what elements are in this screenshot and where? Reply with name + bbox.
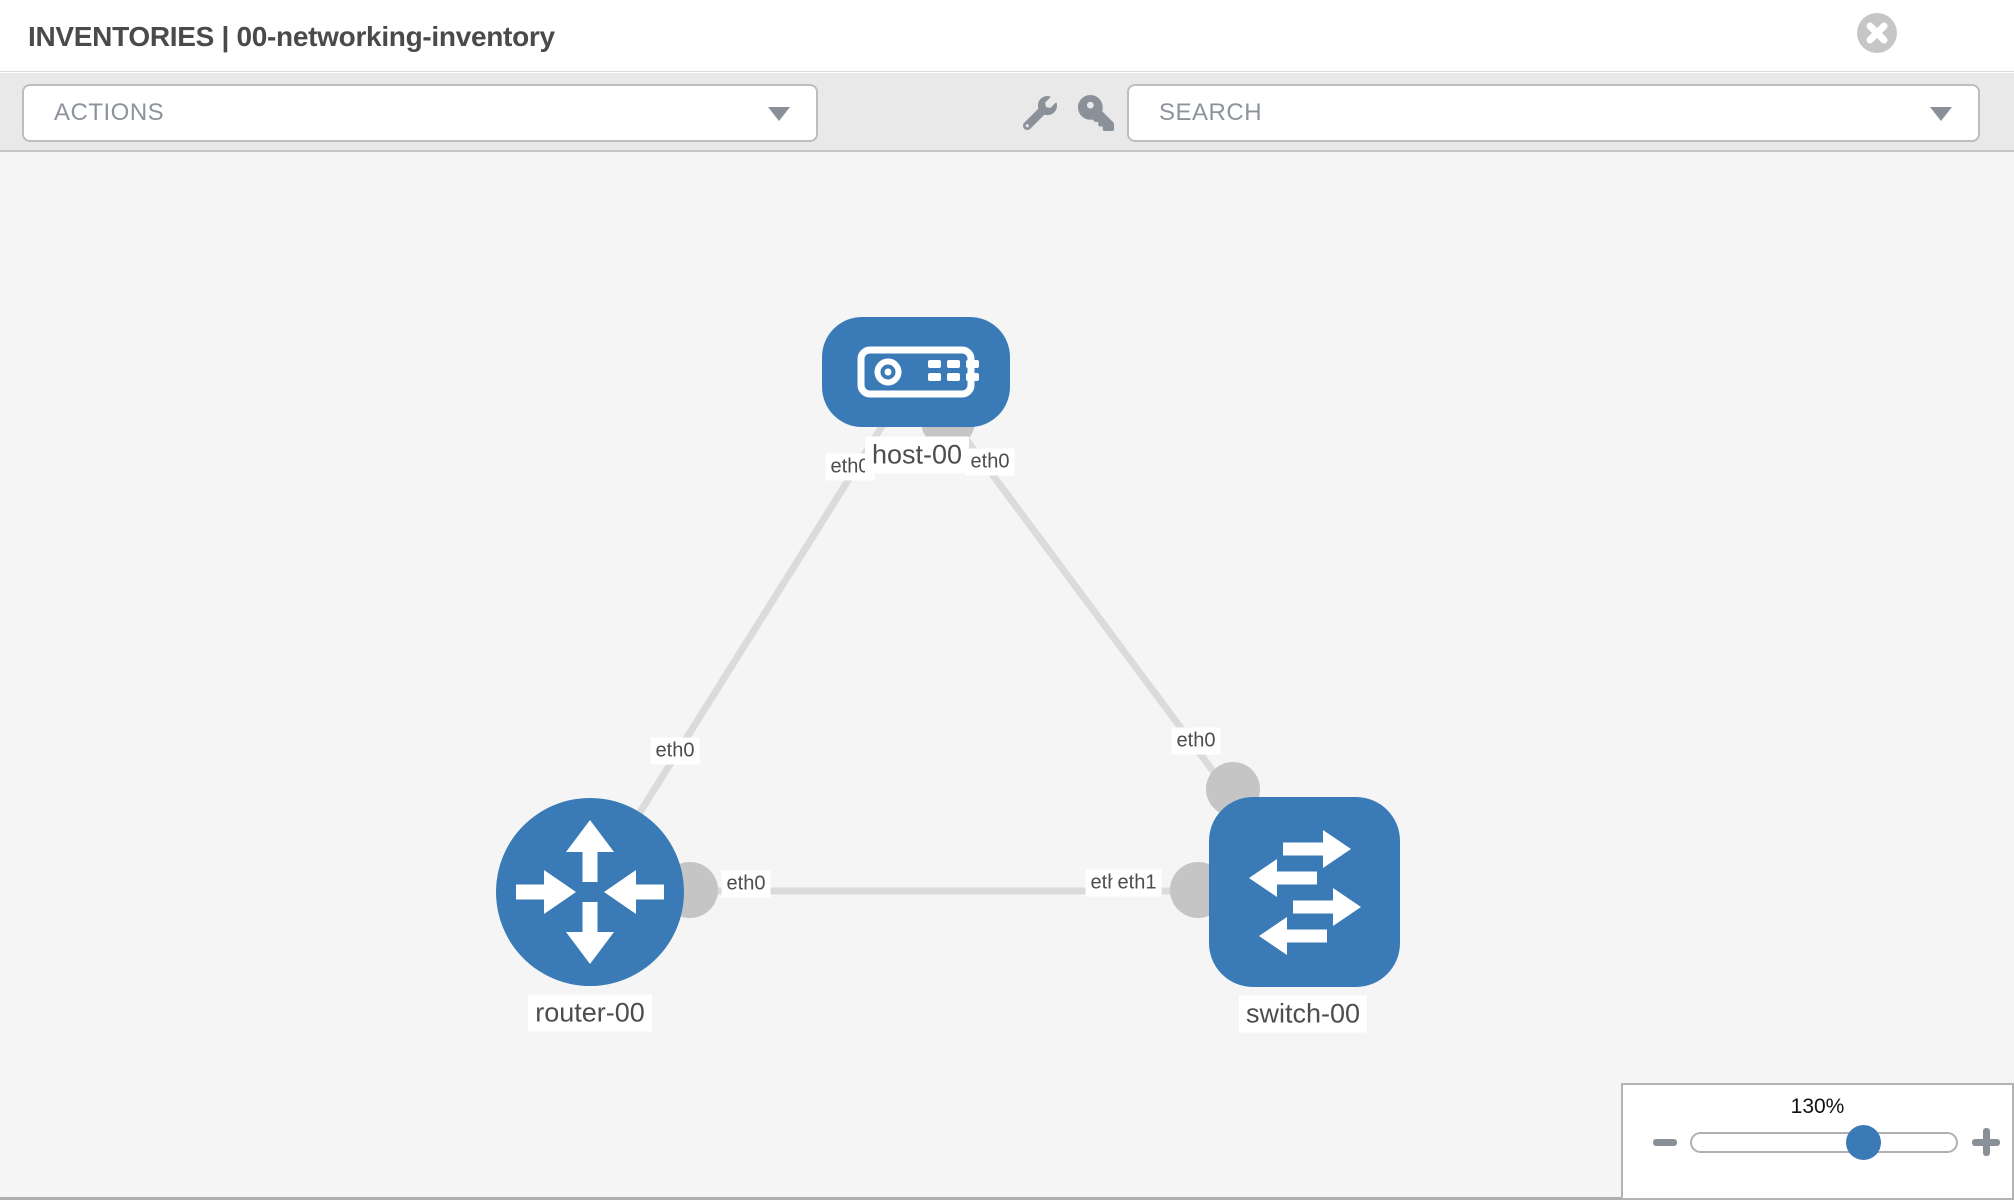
node-switch-00[interactable] [1209,797,1400,987]
toolbar: ACTIONS SEARCH [0,73,2014,152]
search-dropdown[interactable]: SEARCH [1127,84,1980,142]
page-title: INVENTORIES | 00-networking-inventory [28,21,555,52]
key-icon [1078,95,1114,131]
wrench-icon [1023,96,1057,130]
credentials-button[interactable] [1078,95,1114,131]
node-host-00[interactable] [822,317,1010,427]
close-button[interactable] [1857,13,1897,53]
interface-label: eth0 [1171,727,1221,755]
node-label-host: host-00 [864,436,970,474]
interface-label: eth0 [965,448,1015,476]
actions-dropdown[interactable]: ACTIONS [22,84,818,142]
bottom-divider [0,1197,2014,1200]
topology-canvas [0,152,2014,1200]
interface-label: eth1 [1112,869,1162,897]
zoom-level-value: 130% [1790,1095,1845,1118]
node-label-router: router-00 [528,994,652,1032]
node-router-00[interactable] [496,798,684,986]
search-dropdown-label: SEARCH [1159,99,1263,126]
plus-icon [1983,1128,1990,1156]
topology-graph [496,317,1400,987]
zoom-out-button[interactable] [1653,1139,1677,1146]
close-icon [1866,22,1888,44]
tools-button[interactable] [1022,95,1058,131]
zoom-slider-track[interactable] [1690,1132,1958,1153]
interface-label: eth0 [721,870,771,898]
zoom-control-panel: 130% [1621,1083,2014,1200]
router-icon [516,820,664,964]
switch-icon [1249,830,1361,955]
chevron-down-icon [1930,107,1952,121]
node-label-switch: switch-00 [1238,995,1368,1033]
zoom-slider-handle[interactable] [1846,1125,1881,1160]
chevron-down-icon [768,107,790,121]
zoom-in-button[interactable] [1972,1128,2000,1156]
header-bar: INVENTORIES | 00-networking-inventory [0,0,2014,72]
interface-label: eth0 [650,737,700,765]
actions-dropdown-label: ACTIONS [54,99,165,126]
host-icon [857,346,979,398]
